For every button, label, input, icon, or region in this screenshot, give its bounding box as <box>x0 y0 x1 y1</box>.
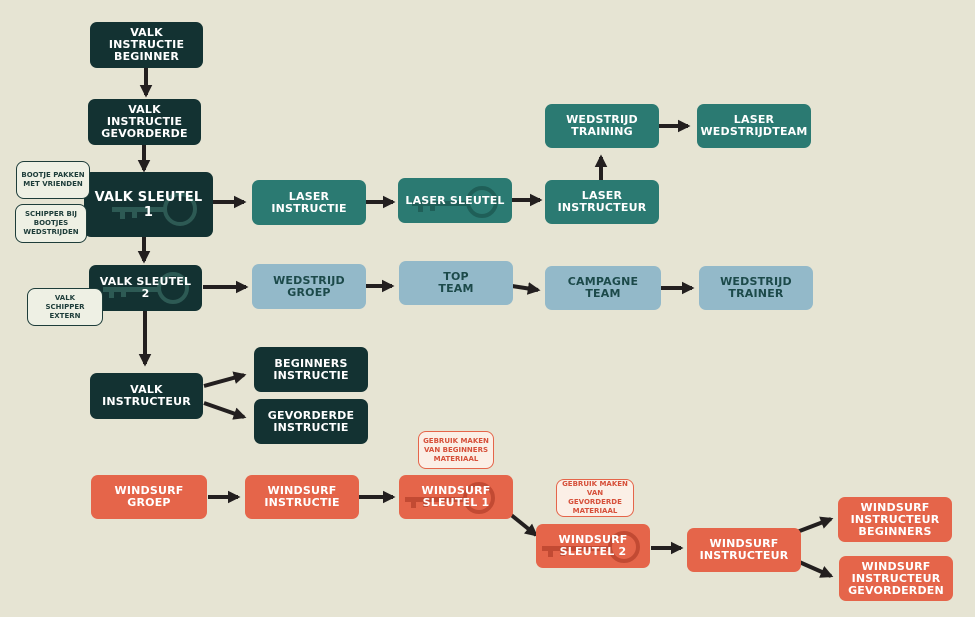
arrow-instructeur-to-ws-beginners <box>796 516 834 534</box>
node-label: WINDSURF INSTRUCTEUR GEVORDERDEN <box>848 559 944 597</box>
node-label: WINDSURF SLEUTEL 1 <box>421 484 491 509</box>
node-label: WINDSURF SLEUTEL 2 <box>558 533 628 558</box>
node-label: WEDSTRIJD TRAINER <box>720 275 792 300</box>
node-label: WEDSTRIJD TRAINING <box>566 113 638 138</box>
key-icon <box>103 272 189 304</box>
node-laser-wedstrijdteam: LASER WEDSTRIJDTEAM <box>697 104 811 148</box>
node-label: WINDSURF INSTRUCTIE <box>264 484 340 509</box>
node-beginners-instructie: BEGINNERS INSTRUCTIE <box>254 347 368 392</box>
node-windsurf-instructeur-beginners: WINDSURF INSTRUCTEUR BEGINNERS <box>838 497 952 542</box>
node-gevorderde-instructie: GEVORDERDE INSTRUCTIE <box>254 399 368 444</box>
node-valk-sleutel-1: VALK SLEUTEL 1 <box>84 172 213 237</box>
node-label: VALK INSTRUCTEUR <box>102 383 191 408</box>
node-label: LASER INSTRUCTIE <box>271 189 347 215</box>
node-label: WINDSURF GROEP <box>114 484 184 509</box>
node-valk-instructie-gevorderde: VALK INSTRUCTIE GEVORDERDE <box>88 99 201 145</box>
key-icon <box>112 192 197 226</box>
node-wedstrijd-trainer: WEDSTRIJD TRAINER <box>699 266 813 310</box>
key-icon <box>412 186 498 218</box>
note-label: VALK SCHIPPER EXTERN <box>45 293 85 320</box>
node-label: LASER SLEUTEL <box>405 193 505 207</box>
node-label: LASER WEDSTRIJDTEAM <box>700 113 808 138</box>
node-wedstrijd-training: WEDSTRIJD TRAINING <box>545 104 659 148</box>
arrow-instructeur-to-ws-gevorderden <box>796 559 834 578</box>
node-label: VALK SLEUTEL 1 <box>94 189 203 220</box>
note-gebruik-beginners: GEBRUIK MAKEN VAN BEGINNERS MATERIAAL <box>418 431 494 469</box>
node-laser-instructeur: LASER INSTRUCTEUR <box>545 180 659 224</box>
note-gebruik-gevorderde: GEBRUIK MAKEN VAN GEVORDERDE MATERIAAL <box>556 479 634 517</box>
node-laser-instructie: LASER INSTRUCTIE <box>252 180 366 225</box>
note-label: BOOTJE PAKKEN MET VRIENDEN <box>21 171 85 188</box>
node-label: CAMPAGNE TEAM <box>567 275 639 300</box>
key-icon <box>542 531 640 563</box>
node-label: LASER INSTRUCTEUR <box>557 189 647 214</box>
node-wedstrijd-groep: WEDSTRIJD GROEP <box>252 264 366 309</box>
node-label: WINDSURF INSTRUCTEUR <box>699 537 789 562</box>
node-windsurf-instructeur: WINDSURF INSTRUCTEUR <box>687 528 801 572</box>
node-campagne-team: CAMPAGNE TEAM <box>545 266 661 310</box>
node-label: GEVORDERDE INSTRUCTIE <box>267 408 355 434</box>
node-windsurf-sleutel-1: WINDSURF SLEUTEL 1 <box>399 475 513 519</box>
note-valk-schipper-extern: VALK SCHIPPER EXTERN <box>27 288 103 326</box>
note-label: GEBRUIK MAKEN VAN BEGINNERS MATERIAAL <box>423 436 489 463</box>
node-label: WEDSTRIJD GROEP <box>273 273 345 299</box>
node-label: VALK SLEUTEL 2 <box>99 275 192 300</box>
arrow-instructeur-to-gevorderde <box>203 401 247 420</box>
node-windsurf-sleutel-2: WINDSURF SLEUTEL 2 <box>536 524 650 568</box>
node-label: TOP TEAM <box>438 270 474 295</box>
arrow-instructeur-to-beginners <box>203 371 247 388</box>
node-windsurf-instructeur-gevorderden: WINDSURF INSTRUCTEUR GEVORDERDEN <box>839 556 953 601</box>
node-laser-sleutel: LASER SLEUTEL <box>398 178 512 223</box>
node-label: VALK INSTRUCTIE BEGINNER <box>108 26 185 63</box>
note-schipper-bij-bootjes: SCHIPPER BIJ BOOTJES WEDSTRIJDEN <box>15 204 87 243</box>
note-label: SCHIPPER BIJ BOOTJES WEDSTRIJDEN <box>23 210 79 236</box>
node-valk-sleutel-2: VALK SLEUTEL 2 <box>89 265 202 311</box>
node-valk-instructie-beginner: VALK INSTRUCTIE BEGINNER <box>90 22 203 68</box>
key-icon <box>405 482 495 514</box>
node-label: WINDSURF INSTRUCTEUR BEGINNERS <box>850 500 940 538</box>
arrow-windsurf-sleutel1-to-sleutel2 <box>508 512 538 537</box>
note-label: GEBRUIK MAKEN VAN GEVORDERDE MATERIAAL <box>562 480 628 515</box>
node-windsurf-groep: WINDSURF GROEP <box>91 475 207 519</box>
arrow-top-team-to-campagne <box>511 282 541 295</box>
node-windsurf-instructie: WINDSURF INSTRUCTIE <box>245 475 359 519</box>
node-top-team: TOP TEAM <box>399 261 513 305</box>
node-label: VALK INSTRUCTIE GEVORDERDE <box>101 103 188 140</box>
note-bootje-pakken: BOOTJE PAKKEN MET VRIENDEN <box>16 161 90 199</box>
node-label: BEGINNERS INSTRUCTIE <box>273 356 349 382</box>
node-valk-instructeur: VALK INSTRUCTEUR <box>90 373 203 419</box>
